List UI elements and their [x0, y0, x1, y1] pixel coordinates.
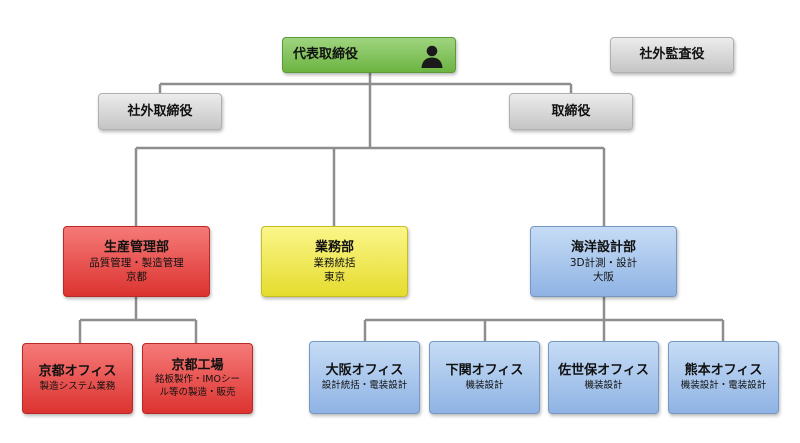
sasebo-office-desc: 機装設計: [584, 379, 623, 391]
shimonoseki-office-title: 下関オフィス: [445, 363, 524, 379]
kyoto-factory-title: 京都工場: [171, 357, 224, 373]
kumamoto-office-title: 熊本オフィス: [684, 363, 763, 379]
marine-dept-box: 海洋設計部 3D計測・設計 大阪: [530, 226, 677, 297]
kyoto-factory-box: 京都工場 銘板製作・IMOシー ル等の製造・販売: [142, 343, 253, 414]
kyoto-office-desc: 製造システム業務: [39, 380, 116, 392]
production-dept-line1: 品質管理・製造管理: [89, 257, 184, 270]
kyoto-factory-desc-line2: ル等の製造・販売: [159, 387, 236, 399]
director-label: 取締役: [551, 103, 591, 119]
production-dept-box: 生産管理部 品質管理・製造管理 京都: [63, 226, 210, 297]
sasebo-office-title: 佐世保オフィス: [558, 363, 649, 379]
osaka-office-desc: 設計統括・電装設計: [321, 379, 408, 391]
business-dept-line1: 業務統括: [313, 257, 356, 270]
osaka-office-title: 大阪オフィス: [325, 363, 404, 379]
auditor-label: 社外監査役: [639, 47, 705, 63]
marine-dept-line2: 大阪: [593, 271, 614, 284]
kyoto-factory-desc-line1: 銘板製作・IMOシー: [155, 374, 240, 386]
auditor-box: 社外監査役: [610, 37, 734, 73]
production-dept-title: 生産管理部: [103, 239, 169, 255]
ceo-box: 代表取締役: [282, 37, 456, 73]
kyoto-office-box: 京都オフィス 製造システム業務: [22, 343, 133, 414]
director-box: 取締役: [509, 93, 633, 130]
marine-dept-line1: 3D計測・設計: [569, 257, 638, 270]
business-dept-title: 業務部: [314, 239, 354, 255]
person-silhouette-icon: [421, 45, 443, 68]
sasebo-office-box: 佐世保オフィス 機装設計: [548, 341, 659, 414]
shimonoseki-office-box: 下関オフィス 機装設計: [429, 341, 540, 414]
kumamoto-office-box: 熊本オフィス 機装設計・電装設計: [668, 341, 779, 414]
kumamoto-office-desc: 機装設計・電装設計: [680, 379, 767, 391]
kyoto-office-title: 京都オフィス: [38, 364, 117, 380]
outside-director-label: 社外取締役: [127, 103, 193, 119]
shimonoseki-office-desc: 機装設計: [465, 379, 504, 391]
osaka-office-box: 大阪オフィス 設計統括・電装設計: [309, 341, 420, 414]
marine-dept-title: 海洋設計部: [570, 239, 636, 255]
production-dept-line2: 京都: [126, 271, 147, 284]
ceo-label: 代表取締役: [293, 47, 359, 63]
outside-director-box: 社外取締役: [98, 93, 222, 130]
business-dept-box: 業務部 業務統括 東京: [261, 226, 408, 297]
business-dept-line2: 東京: [324, 271, 345, 284]
